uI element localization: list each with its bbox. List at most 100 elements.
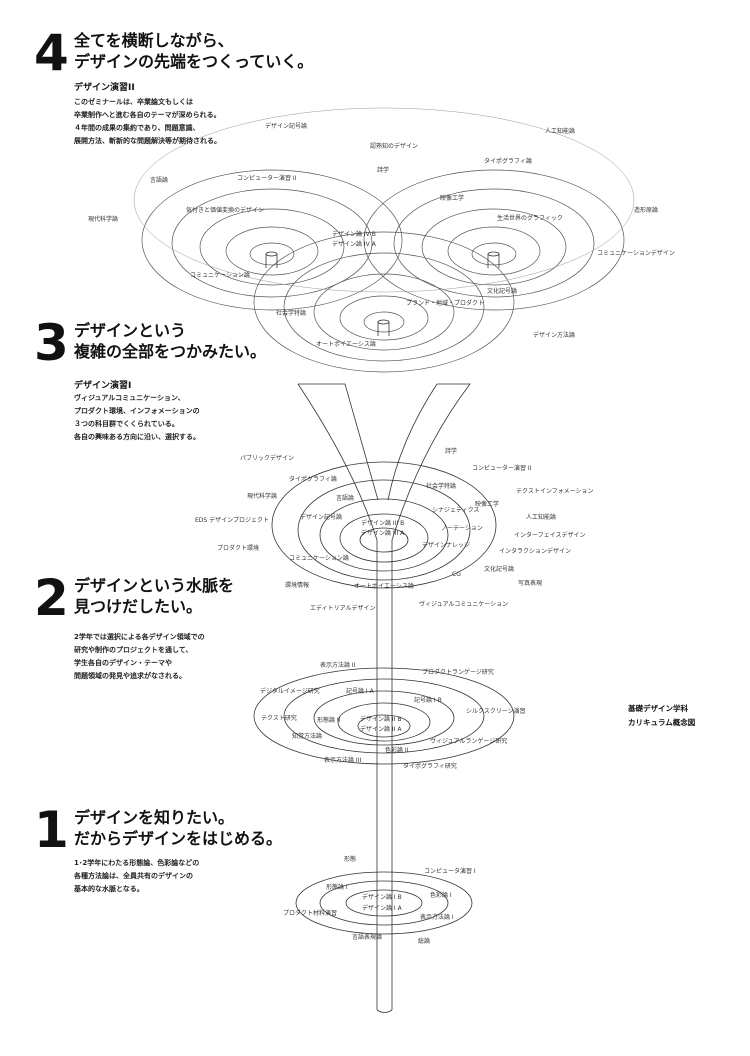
level3-course-label: 文化記号論 bbox=[484, 565, 514, 573]
level2-course-label: 色彩論 II bbox=[385, 746, 409, 754]
level4-course-label: タイポグラフィ論 bbox=[484, 157, 532, 165]
level1-course-label: コンピュータ演習 I bbox=[424, 867, 476, 875]
level1-course-label: 形態 bbox=[344, 855, 356, 863]
level4-stems bbox=[265, 251, 500, 336]
level3-course-label: インターフェイスデザイン bbox=[514, 531, 585, 539]
level3-course-label: CG bbox=[452, 571, 461, 578]
level1-course-label: デザイン論 I A bbox=[362, 904, 403, 912]
level3-course-label: 社会学特論 bbox=[426, 482, 456, 490]
level4-course-label: 生活世界のグラフィック bbox=[497, 214, 563, 222]
level2-course-label: デザイン論 II B bbox=[360, 715, 401, 723]
level2-course-label: テクスト研究 bbox=[261, 714, 297, 722]
level3-course-label: デザイン論 III A bbox=[361, 529, 405, 537]
level3-course-label: 言語論 bbox=[336, 494, 354, 502]
level2-course-label: ヴィジュアルランゲージ研究 bbox=[430, 737, 507, 745]
level3-course-label: 環境情報 bbox=[285, 581, 309, 589]
level4-course-label: 認熟知のデザイン bbox=[370, 142, 418, 150]
level3-course-label: シナジェティクス bbox=[432, 507, 479, 514]
level3-branches bbox=[297, 383, 471, 590]
stage-description: 2学年では選択による各デザイン領域での 研究や制作のプロジェクトを通して、 学生… bbox=[74, 633, 205, 680]
level1-course-label: 色彩論 I bbox=[430, 891, 452, 899]
level2-course-label: 表示方法論 III bbox=[324, 756, 361, 764]
level1-course-label: 表示方法論 I bbox=[420, 913, 454, 921]
level4-course-label: コンピューター演習 II bbox=[237, 174, 297, 182]
level4-course-label: デザイン記号論 bbox=[265, 122, 307, 130]
level3-course-label: オートポイエーシス論 bbox=[354, 582, 414, 590]
level2-course-label: 形態論 II bbox=[317, 716, 341, 724]
level1-course-label: 形態論 I bbox=[326, 883, 348, 891]
stage-heading: 全てを横断しながら、 デザインの先端をつくっていく。 bbox=[74, 31, 314, 71]
level1-course-label: 言語表現論 bbox=[352, 933, 382, 941]
level3-course-label: タイポグラフィ論 bbox=[289, 475, 337, 483]
level3-course-label: 詩学 bbox=[445, 447, 457, 455]
stage-description: このゼミナールは、卒業論文もしくは 卒業制作へと進む各自のテーマが深められる。 … bbox=[74, 98, 221, 145]
stage-number: 2 bbox=[34, 569, 69, 627]
level2-course-label: 記号論 I A bbox=[346, 687, 375, 695]
level1-course-label: プロダクト材料演習 bbox=[283, 909, 337, 917]
stage-heading: デザインという 複雑の全部をつかみたい。 bbox=[74, 321, 267, 361]
department-name: 基礎デザイン学科 bbox=[628, 704, 688, 713]
level4-course-label: デザイン方法論 bbox=[533, 331, 575, 339]
level4-course-label: 詩学 bbox=[377, 166, 389, 174]
level2-course-label: タイポグラフィ研究 bbox=[403, 762, 457, 770]
level4-course-label: 気付きと価値変換のデザイン bbox=[186, 206, 264, 214]
level3-course-label: コンピューター演習 II bbox=[472, 464, 532, 472]
level4-rings bbox=[133, 107, 635, 373]
level4-course-label: 社会学特論 bbox=[276, 309, 306, 317]
stage-description: ヴィジュアルコミュニケーション、 プロダクト環境、インフォメーションの ３つの科… bbox=[74, 394, 200, 441]
level2-course-label: 表示方法論 II bbox=[320, 661, 356, 669]
label-layer: デザイン記号論認熟知のデザイン人工知能論詩学タイポグラフィ論言語論コンピューター… bbox=[88, 122, 675, 945]
level3-course-label: ヴィジュアルコミュニケーション bbox=[419, 600, 508, 608]
level3-course-label: プロダクト環境 bbox=[217, 544, 259, 552]
level3-course-label: パブリックデザイン bbox=[240, 454, 294, 462]
level3-course-label: 写真表現 bbox=[518, 579, 542, 587]
level4-course-label: コミュニケーション論 bbox=[190, 271, 250, 279]
level1-course-label: 総論 bbox=[418, 937, 430, 945]
level3-course-label: コミュニケーション論 bbox=[289, 554, 349, 562]
level3-course-label: デザイン論 III B bbox=[361, 519, 404, 527]
level4-course-label: 言語論 bbox=[150, 176, 168, 184]
level3-course-label: ノーテーション bbox=[441, 525, 483, 532]
level4-course-label: 造形原論 bbox=[634, 206, 658, 214]
level3-rings bbox=[271, 461, 497, 589]
level3-course-label: 現代科学論 bbox=[247, 492, 277, 500]
level2-course-label: 記号論 I B bbox=[414, 696, 442, 704]
stage-number: 3 bbox=[34, 314, 69, 372]
stage-number: 1 bbox=[34, 801, 69, 859]
level3-course-label: エディトリアルデザイン bbox=[310, 604, 376, 612]
stage-subtitle: デザイン演習II bbox=[74, 83, 135, 93]
diagram-title: カリキュラム概念図 bbox=[628, 718, 696, 727]
level4-course-label: コミュニケーションデザイン bbox=[597, 249, 675, 257]
level4-course-label: ブランド・地域・プロダクト bbox=[406, 299, 484, 307]
level4-course-label: 人工知能論 bbox=[545, 127, 575, 135]
level2-course-label: デザイン論 II A bbox=[360, 725, 402, 733]
level3-course-label: テクストインフォメーション bbox=[516, 488, 594, 495]
level3-course-label: 人工知能論 bbox=[526, 513, 556, 521]
level4-course-label: 文化記号論 bbox=[487, 287, 517, 295]
level3-course-label: EDS デザインプロジェクト bbox=[195, 516, 269, 524]
level1-course-label: デザイン論 I B bbox=[362, 893, 402, 901]
level4-course-label: 映像工学 bbox=[440, 194, 464, 202]
trunk-stem bbox=[376, 590, 393, 1013]
stage-number: 4 bbox=[34, 24, 69, 82]
level2-course-label: 知覚方法論 bbox=[292, 732, 322, 740]
level3-course-label: デザイン記号論 bbox=[300, 513, 342, 521]
stage-heading: デザインを知りたい。 だからデザインをはじめる。 bbox=[74, 808, 283, 848]
level3-course-label: 映像工学 bbox=[475, 500, 499, 508]
level2-course-label: プロダクトランゲージ研究 bbox=[422, 668, 494, 676]
department-caption: 基礎デザイン学科 カリキュラム概念図 bbox=[628, 702, 695, 730]
level1-rings bbox=[295, 871, 473, 935]
level4-course-label: オートポイエーシス論 bbox=[316, 340, 376, 348]
level3-course-label: デザインナレッジ bbox=[422, 541, 470, 549]
stage-subtitle: デザイン演習I bbox=[74, 381, 132, 391]
level4-course-label: デザイン論 IV B bbox=[332, 230, 376, 238]
level2-course-label: デジタルイメージ研究 bbox=[260, 687, 320, 695]
level2-rings bbox=[253, 667, 515, 765]
level4-course-label: 現代科学論 bbox=[88, 215, 118, 223]
stage-heading: デザインという水脈を 見つけだしたい。 bbox=[74, 576, 235, 616]
stage-description: 1･2学年にわたる形態論、色彩論などの 各種方法論は、全員共有のデザインの 基本… bbox=[74, 859, 200, 893]
level3-course-label: インタラクションデザイン bbox=[499, 547, 571, 555]
level2-course-label: シルクスクリーン演習 bbox=[466, 707, 526, 715]
